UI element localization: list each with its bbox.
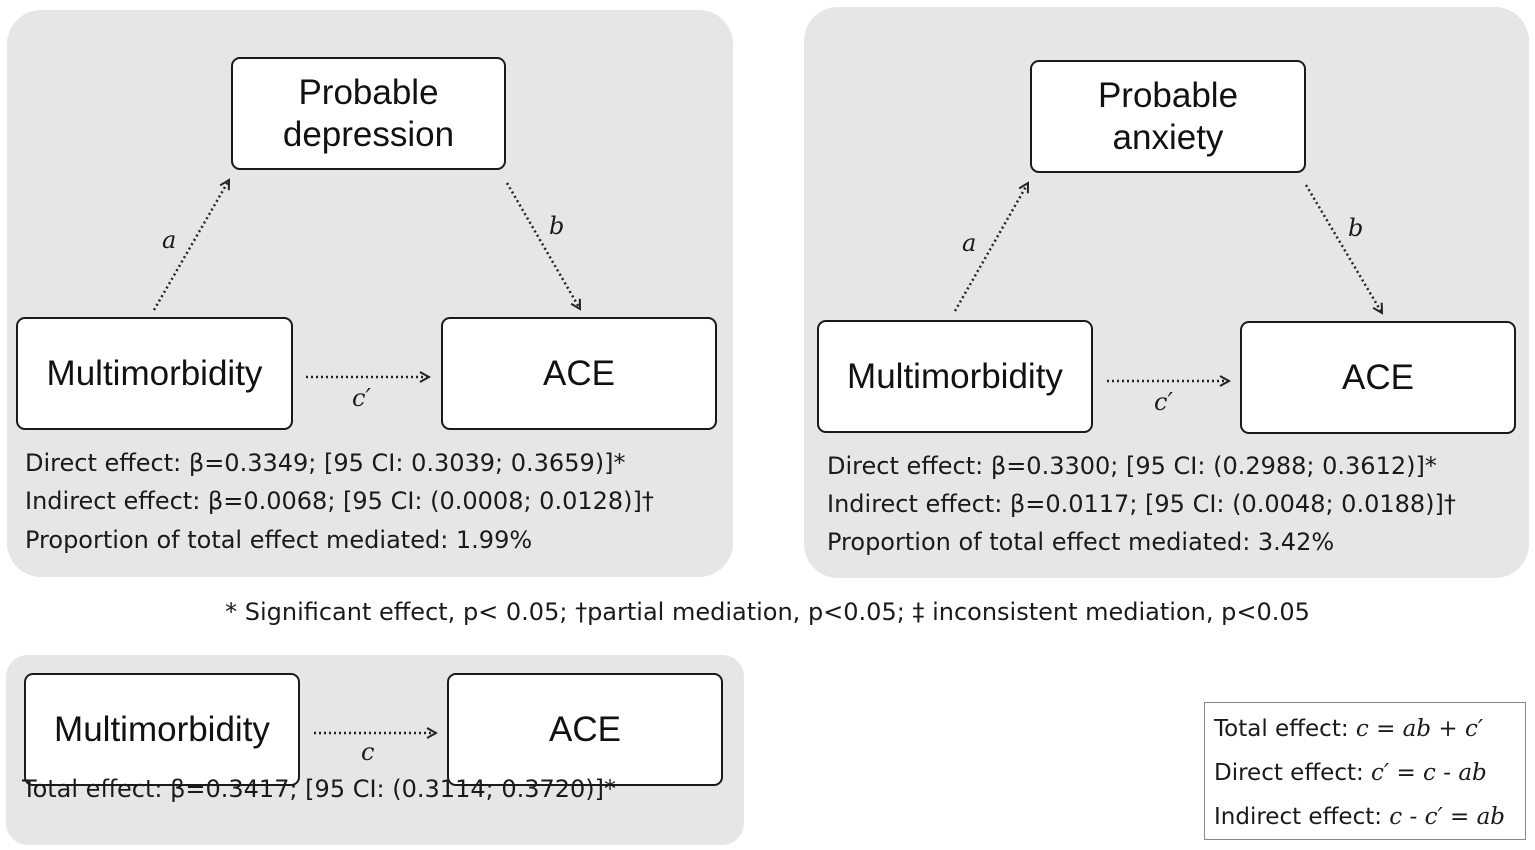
exposure-label-anxiety: Multimorbidity: [847, 356, 1063, 396]
exposure-label-depression: Multimorbidity: [46, 353, 263, 393]
path-a-label-anxiety: a: [962, 229, 977, 257]
direct-effect-depression: Direct effect: β=0.3349; [95 CI: 0.3039;…: [25, 449, 626, 477]
indirect-effect-anxiety: Indirect effect: β=0.0117; [95 CI: (0.00…: [827, 490, 1456, 518]
legend-direct-label: Direct effect:: [1214, 760, 1372, 786]
path-c-label-total: c: [361, 738, 375, 766]
legend-total-label: Total effect:: [1214, 716, 1356, 742]
indirect-effect-depression: Indirect effect: β=0.0068; [95 CI: (0.00…: [25, 487, 654, 515]
mediator-box-depression: Probable depression: [231, 57, 506, 170]
outcome-box-depression: ACE: [441, 317, 717, 430]
arrow-b-depression: [505, 182, 582, 309]
legend-direct-formula: c′ = c - ab: [1371, 760, 1487, 786]
mediator-box-anxiety: Probable anxiety: [1030, 60, 1306, 173]
arrow-a-depression: [152, 180, 231, 311]
path-a-label-depression: a: [162, 226, 177, 254]
direct-effect-anxiety: Direct effect: β=0.3300; [95 CI: (0.2988…: [827, 452, 1437, 480]
legend-direct-row: Direct effect: c′ = c - ab: [1214, 751, 1525, 795]
mediator-label-depression: Probable depression: [282, 72, 455, 154]
legend-total-row: Total effect: c = ab + c′: [1214, 707, 1525, 751]
path-b-label-anxiety: b: [1348, 214, 1364, 242]
legend-total-formula: c = ab + c′: [1355, 716, 1484, 742]
proportion-mediated-anxiety: Proportion of total effect mediated: 3.4…: [827, 528, 1335, 556]
arrow-b-anxiety: [1304, 184, 1384, 313]
significance-footnote: * Significant effect, p< 0.05; †partial …: [225, 598, 1310, 626]
path-c-prime-label-anxiety: c′: [1154, 388, 1173, 416]
exposure-label-total: Multimorbidity: [54, 709, 270, 749]
exposure-box-total: Multimorbidity: [24, 673, 300, 786]
legend-indirect-row: Indirect effect: c - c′ = ab: [1214, 795, 1525, 839]
arrow-a-anxiety: [953, 183, 1030, 312]
effect-formulas-legend: Total effect: c = ab + c′ Direct effect:…: [1204, 702, 1526, 840]
exposure-box-anxiety: Multimorbidity: [817, 320, 1093, 433]
outcome-box-anxiety: ACE: [1240, 321, 1516, 434]
total-effect-statement: Total effect: β=0.3417; [95 CI: (0.3114;…: [22, 775, 617, 803]
outcome-label-depression: ACE: [543, 353, 615, 393]
legend-indirect-label: Indirect effect:: [1214, 804, 1390, 830]
path-b-label-depression: b: [549, 212, 565, 240]
mediator-label-anxiety: Probable anxiety: [1097, 75, 1239, 157]
outcome-label-total: ACE: [549, 709, 621, 749]
outcome-box-total: ACE: [447, 673, 723, 786]
proportion-mediated-depression: Proportion of total effect mediated: 1.9…: [25, 526, 533, 554]
outcome-label-anxiety: ACE: [1342, 357, 1414, 397]
legend-indirect-formula: c - c′ = ab: [1389, 804, 1506, 830]
exposure-box-depression: Multimorbidity: [16, 317, 293, 430]
path-c-prime-label-depression: c′: [352, 384, 371, 412]
